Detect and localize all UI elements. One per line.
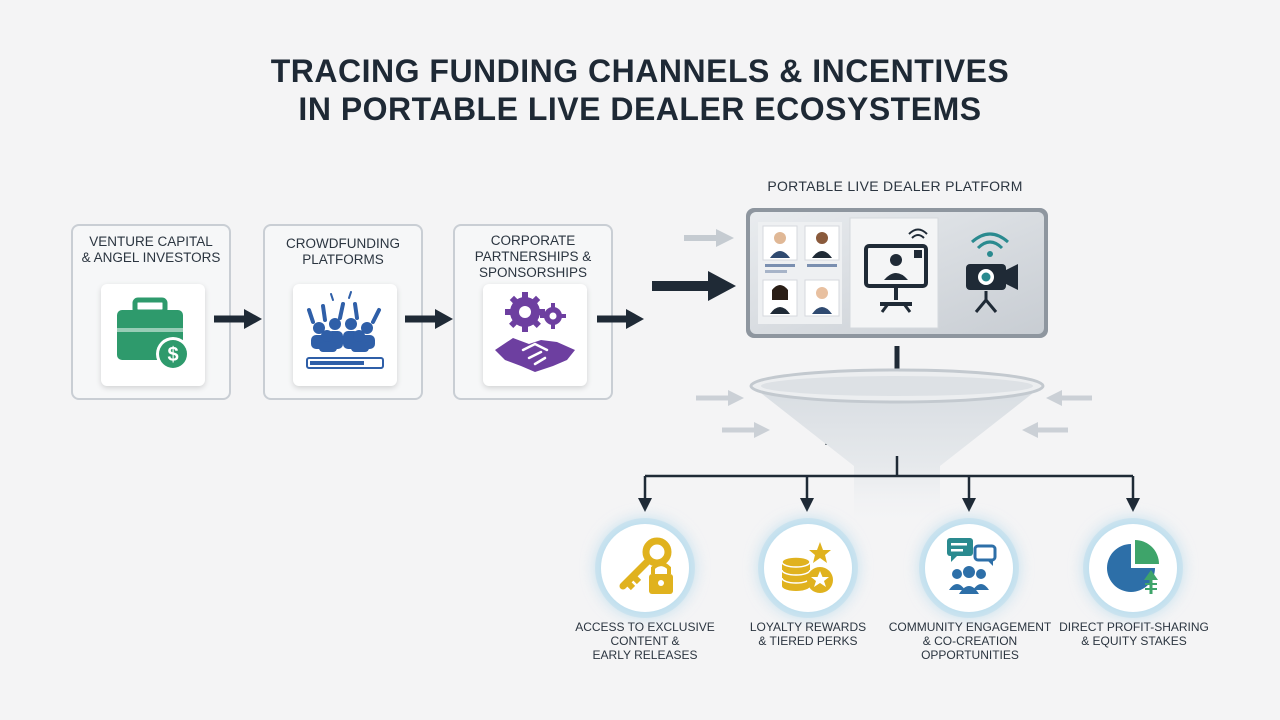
key-lock-icon	[619, 537, 673, 594]
community-chat-icon	[947, 538, 997, 594]
funnel-side-arrows	[696, 390, 1092, 438]
briefcase-dollar-icon: $	[101, 284, 205, 386]
source-label: CORPORATE PARTNERSHIPS & SPONSORSHIPS	[474, 233, 592, 280]
source-label: CROWDFUNDING PLATFORMS	[286, 236, 400, 267]
incentive-loyalty-rewards	[764, 524, 852, 612]
dealer-avatars-icon	[758, 222, 842, 324]
arrow-vc-to-crowdfunding	[214, 309, 262, 329]
gears-handshake-icon	[483, 284, 587, 386]
incentive-profit-sharing	[1089, 524, 1177, 612]
platform-device	[746, 208, 1048, 338]
arrow-crowdfunding-to-corporate	[405, 309, 453, 329]
incentive-label-profit-sharing: DIRECT PROFIT-SHARING & EQUITY STAKES	[1059, 620, 1209, 648]
source-corporate-partnerships: CORPORATE PARTNERSHIPS & SPONSORSHIPS	[453, 224, 613, 400]
incentive-community-engagement	[925, 524, 1013, 612]
page-title: TRACING FUNDING CHANNELS & INCENTIVES IN…	[0, 52, 1280, 128]
coins-star-icon	[781, 542, 833, 593]
incentive-exclusive-content	[601, 524, 689, 612]
title-line-2: IN PORTABLE LIVE DEALER ECOSYSTEMS	[298, 91, 982, 127]
arrow-into-platform-faint	[684, 229, 734, 247]
incentive-tree-arrowheads	[638, 498, 1140, 512]
crowd-progress-icon	[293, 284, 397, 386]
arrow-corporate-to-platform	[597, 309, 644, 329]
source-label: VENTURE CAPITAL & ANGEL INVESTORS	[81, 234, 221, 265]
incentive-label-loyalty-rewards: LOYALTY REWARDS & TIERED PERKS	[749, 620, 867, 648]
platform-label: PORTABLE LIVE DEALER PLATFORM	[767, 178, 1023, 194]
arrow-into-platform	[652, 271, 736, 301]
streaming-camera-icon	[849, 217, 939, 329]
incentive-label-exclusive-content: ACCESS TO EXCLUSIVE CONTENT & EARLY RELE…	[575, 620, 715, 662]
pie-chart-growth-icon	[1107, 540, 1159, 594]
incentive-tree-connector	[643, 456, 1135, 500]
incentive-label-community-engagement: COMMUNITY ENGAGEMENT & CO-CREATION OPPOR…	[888, 620, 1052, 662]
source-crowdfunding: CROWDFUNDING PLATFORMS	[263, 224, 423, 400]
source-venture-capital: VENTURE CAPITAL & ANGEL INVESTORS $	[71, 224, 231, 400]
svg-text:$: $	[167, 344, 178, 366]
incentive-funnel	[749, 368, 1045, 520]
wireless-camera-icon	[966, 232, 1018, 313]
title-line-1: TRACING FUNDING CHANNELS & INCENTIVES	[270, 53, 1010, 89]
